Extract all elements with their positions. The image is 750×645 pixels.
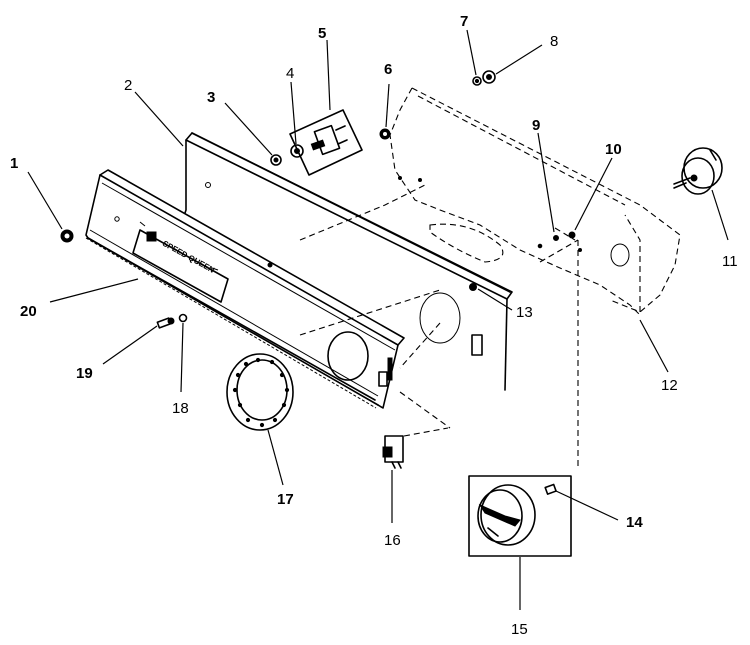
callout-17: 17 bbox=[277, 491, 294, 508]
part-13-nut bbox=[469, 283, 477, 291]
part-8-nut bbox=[482, 70, 496, 84]
part-11-motor bbox=[673, 147, 723, 195]
callout-11: 11 bbox=[722, 253, 738, 270]
part-3-nut bbox=[270, 154, 282, 166]
callout-7: 7 bbox=[460, 13, 468, 30]
rear-panel bbox=[184, 132, 513, 391]
callout-4: 4 bbox=[286, 65, 294, 82]
callout-6: 6 bbox=[384, 61, 392, 78]
callout-10: 10 bbox=[605, 141, 622, 158]
part-1-nut bbox=[60, 229, 74, 243]
part-17-bezel bbox=[226, 353, 294, 431]
callout-13: 13 bbox=[516, 304, 533, 321]
callout-14: 14 bbox=[626, 514, 643, 531]
callout-9: 9 bbox=[532, 117, 540, 134]
callout-15: 15 bbox=[511, 621, 528, 638]
part-9-screw bbox=[553, 235, 559, 241]
part-10-screw bbox=[568, 231, 576, 239]
part-16-switch bbox=[382, 435, 404, 469]
brand-label: SPEED QUEEN bbox=[161, 239, 216, 275]
console-housing bbox=[389, 87, 681, 316]
callout-19: 19 bbox=[76, 365, 93, 382]
callout-5: 5 bbox=[318, 25, 326, 42]
front-control-panel: SPEED QUEEN bbox=[85, 169, 405, 409]
part-15-knob bbox=[468, 475, 572, 557]
part-5-switch bbox=[289, 109, 363, 176]
part-6-nut bbox=[379, 128, 391, 140]
part-19-screw bbox=[156, 317, 175, 329]
callout-12: 12 bbox=[661, 377, 678, 394]
leader-lines bbox=[27, 29, 729, 610]
callout-16: 16 bbox=[384, 532, 401, 549]
callout-3: 3 bbox=[207, 89, 215, 106]
part-14-spring bbox=[544, 483, 557, 495]
callout-2: 2 bbox=[124, 77, 132, 94]
callout-1: 1 bbox=[10, 155, 18, 172]
callout-labels: 1 2 3 4 5 6 7 8 9 10 11 12 13 14 15 16 1… bbox=[10, 13, 738, 638]
part-7-nut bbox=[472, 76, 482, 86]
callout-20: 20 bbox=[20, 303, 37, 320]
callout-8: 8 bbox=[550, 33, 558, 50]
callout-18: 18 bbox=[172, 400, 189, 417]
part-18-washer bbox=[178, 313, 188, 323]
assembly-lines bbox=[299, 184, 579, 470]
